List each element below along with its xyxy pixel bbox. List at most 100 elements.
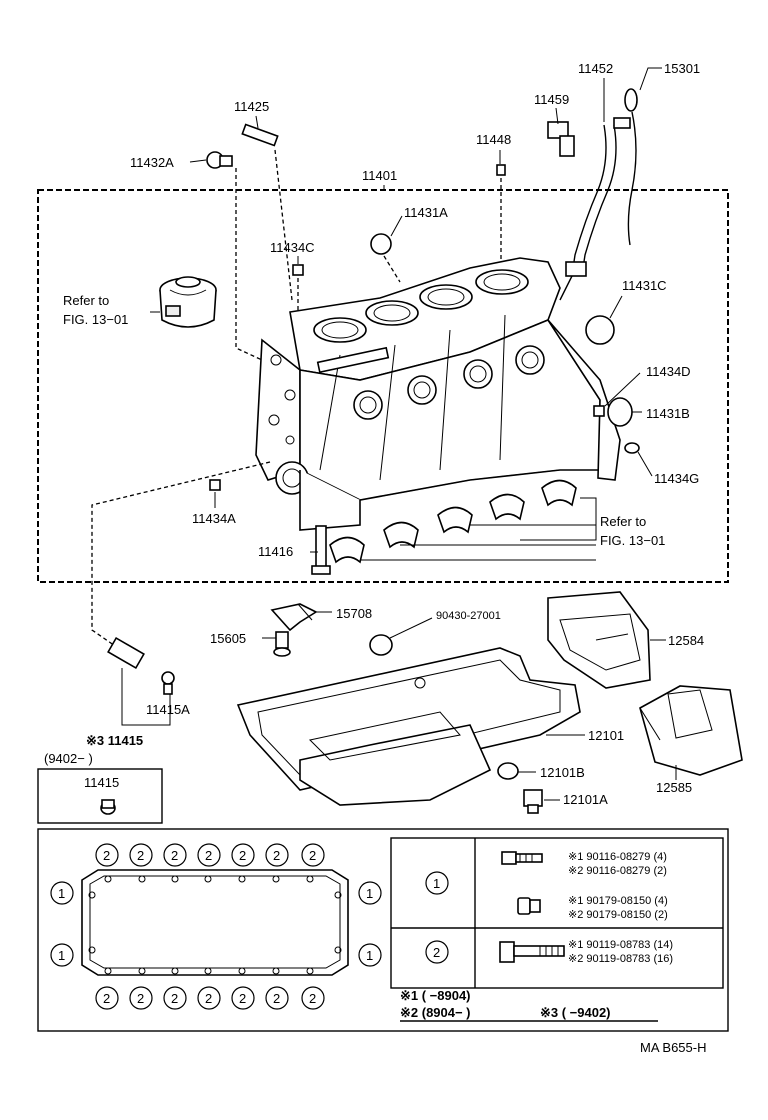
- stud-11425: [241, 123, 279, 147]
- gasket-callout-1: 1: [358, 881, 382, 905]
- gasket-callout-1: 1: [358, 943, 382, 967]
- dipstick-clip: [547, 121, 575, 157]
- oil-pan-gasket: [81, 869, 349, 976]
- gasket-callout-text: 2: [239, 848, 246, 863]
- block-assembly-boundary: [37, 189, 729, 583]
- label-11434G: 11434G: [654, 471, 699, 486]
- label-12101B: 12101B: [540, 765, 585, 780]
- gasket-callout-2: 2: [231, 986, 255, 1010]
- gasket-callout-text: 1: [366, 948, 373, 963]
- gasket-hole: [104, 967, 112, 975]
- gasket-callout-2: 2: [95, 986, 119, 1010]
- gasket-hole: [204, 967, 212, 975]
- gasket-hole: [171, 875, 179, 883]
- gasket-hole: [138, 875, 146, 883]
- bolt-spec-2b: ※2 90119-08783 (16): [568, 953, 673, 965]
- gasket-callout-2: 2: [129, 986, 153, 1010]
- gasket-callout-1: 1: [50, 881, 74, 905]
- gasket-callout-text: 2: [309, 991, 316, 1006]
- gasket-hole: [88, 946, 96, 954]
- washer-12101B: [497, 762, 519, 780]
- label-date-from-9402: (9402− ): [44, 751, 93, 766]
- gasket-hole: [204, 875, 212, 883]
- bolt-spec-2a: ※1 90119-08783 (14): [568, 939, 673, 951]
- label-15605: 15605: [210, 631, 246, 646]
- label-11459: 11459: [534, 92, 569, 107]
- gasket-callout-2: 2: [265, 986, 289, 1010]
- table-key-2: [425, 940, 449, 964]
- label-12101A: 12101A: [563, 792, 608, 807]
- cap-11431B: [607, 397, 633, 427]
- label-refer-piston-2: FIG. 13−01: [63, 312, 128, 327]
- gasket-callout-2: 2: [231, 843, 255, 867]
- gasket-hole: [272, 875, 280, 883]
- gasket-callout-text: 1: [58, 948, 65, 963]
- gasket-hole: [334, 946, 342, 954]
- bolt-11416: [311, 525, 331, 575]
- bolt-90116: [501, 851, 543, 865]
- plug-11434A: [209, 479, 221, 491]
- gasket-callout-text: 1: [58, 886, 65, 901]
- plug-11434D: [593, 405, 605, 417]
- bolt-90119: [499, 941, 565, 963]
- label-refer-piston-1: Refer to: [63, 293, 109, 308]
- cap-11431A: [370, 233, 392, 255]
- bolt-spec-1c: ※1 90179-08150 (4): [568, 895, 668, 907]
- gasket-callout-text: 2: [205, 848, 212, 863]
- drain-plug-12101A: [523, 789, 543, 814]
- label-11452: 11452: [578, 61, 613, 76]
- label-11434D: 11434D: [646, 364, 691, 379]
- cylinder-block: [255, 257, 621, 531]
- gasket-hole: [272, 967, 280, 975]
- gasket-callout-2: 2: [301, 986, 325, 1010]
- gasket-callout-text: 2: [137, 991, 144, 1006]
- table-key-1-text: 1: [433, 876, 440, 891]
- figure-code: MA B655-H: [640, 1040, 706, 1055]
- gasket-callout-text: 2: [103, 991, 110, 1006]
- table-key-2-text: 2: [433, 945, 440, 960]
- gasket-hole: [306, 967, 314, 975]
- note-2: ※2 (8904− ): [400, 1005, 471, 1020]
- gasket-callout-2: 2: [197, 986, 221, 1010]
- gasket-callout-2: 2: [129, 843, 153, 867]
- oil-strainer-bracket: [270, 603, 318, 632]
- label-11431A: 11431A: [404, 205, 448, 220]
- sensor-box: [37, 768, 163, 824]
- plug-11448: [496, 164, 506, 176]
- bolt-15605: [273, 631, 291, 657]
- gasket-callout-text: 2: [309, 848, 316, 863]
- label-11431B: 11431B: [646, 406, 690, 421]
- label-11434A: 11434A: [192, 511, 236, 526]
- baffle-12584: [547, 591, 651, 689]
- gasket-hole: [306, 875, 314, 883]
- gasket-callout-text: 2: [273, 991, 280, 1006]
- label-11425: 11425: [234, 99, 269, 114]
- label-11448: 11448: [476, 132, 511, 147]
- sensor-11415: [107, 636, 145, 670]
- gasket-callout-text: 2: [171, 991, 178, 1006]
- label-11415A: 11415A: [146, 702, 190, 717]
- main-bearings: [329, 479, 577, 564]
- label-11415-mark3: ※3 11415: [86, 733, 143, 748]
- label-refer-bearings-2: FIG. 13−01: [600, 533, 665, 548]
- gasket-bolt-holes: [88, 875, 342, 975]
- label-11431C: 11431C: [622, 278, 667, 293]
- gasket-callout-2: 2: [95, 843, 119, 867]
- bolt-table: [390, 837, 724, 989]
- gasket-callout-text: 2: [103, 848, 110, 863]
- gasket-hole: [88, 891, 96, 899]
- gasket-callout-2: 2: [163, 986, 187, 1010]
- gasket-hole: [138, 967, 146, 975]
- plug-11434G: [624, 442, 640, 454]
- gasket-callout-text: 2: [273, 848, 280, 863]
- gasket-hole: [104, 875, 112, 883]
- plug-11432A: [206, 151, 233, 169]
- label-90430-27001: 90430-27001: [436, 610, 501, 622]
- label-11415-box: 11415: [84, 775, 119, 790]
- note-1: ※1 ( −8904): [400, 988, 471, 1003]
- gasket-hole: [238, 967, 246, 975]
- gasket-hole: [171, 967, 179, 975]
- label-12585: 12585: [656, 780, 692, 795]
